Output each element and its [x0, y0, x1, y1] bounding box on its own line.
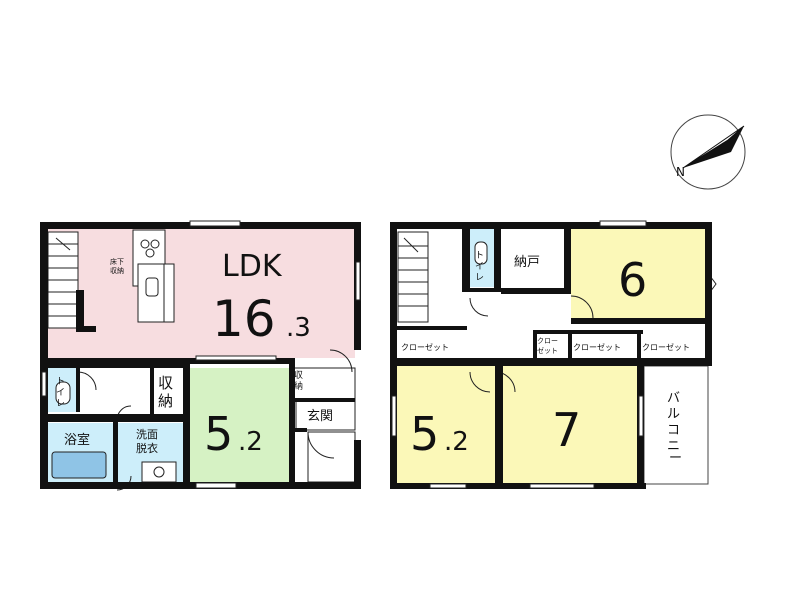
toilet2-label-2: イ: [475, 262, 484, 272]
closet-left-label: クローゼット: [401, 342, 449, 352]
room-52-size-dec: .2: [444, 427, 469, 457]
ldk-room: [48, 228, 355, 358]
toilet-label-2: イ: [56, 388, 65, 398]
balcony-label-5: ー: [669, 451, 682, 466]
stairs-floor1: [47, 231, 79, 329]
toilet2-label-3: レ: [475, 273, 484, 283]
compass-north-label: N: [676, 165, 685, 179]
balcony-label-4: ニ: [667, 439, 680, 454]
room-6-size: 6: [618, 253, 647, 307]
room-52-size-int: 5: [410, 407, 439, 461]
kitchen-counter: [132, 229, 175, 323]
stairs-floor2: [397, 231, 429, 323]
closet-right-label: クローゼット: [642, 342, 690, 352]
toilet-fixture: [55, 381, 71, 405]
storage-label-2: 納: [158, 392, 173, 410]
underfloor-storage-label-2: 収納: [110, 266, 124, 275]
bathtub: [51, 451, 107, 479]
closet-small-label-2: ゼット: [537, 346, 558, 355]
closet-mid-label: クローゼット: [573, 342, 621, 352]
ldk-size-dec: .3: [286, 313, 311, 343]
compass-needle-light: [682, 125, 745, 169]
windows-floor2: [391, 220, 647, 489]
toilet-label-3: レ: [56, 399, 65, 409]
washroom-label-2: 脱衣: [136, 441, 158, 455]
storage-label-1: 収: [158, 374, 173, 392]
small-storage-label-2: 納: [294, 380, 303, 392]
entrance-label: 玄関: [307, 409, 333, 424]
underfloor-storage-label-1: 床下: [110, 257, 124, 266]
sink: [141, 461, 177, 483]
room-6: [571, 229, 705, 321]
small-storage-label-1: 収: [294, 369, 303, 381]
bathroom-label: 浴室: [64, 432, 90, 448]
balcony-label-1: バ: [667, 391, 680, 406]
ldk-size-int: 16: [212, 290, 276, 348]
closet-small-label-1: クロー: [537, 337, 558, 345]
toilet-label-1: ト: [56, 377, 65, 387]
balcony-label-2: ル: [667, 407, 680, 422]
ldk-name: LDK: [222, 249, 283, 284]
washroom-label-1: 洗面: [136, 428, 158, 441]
toilet2-fixture: [474, 241, 488, 265]
room-7-size: 7: [552, 403, 581, 457]
balcony-area: [643, 365, 709, 485]
floor-1: 床下 収納 LDK 16 .3 収 納 収 納 玄関 5 .2 ト イ レ 浴室…: [40, 220, 361, 491]
western-size-dec: .2: [238, 427, 263, 457]
floor-2: ト イ レ 納戸 6 クローゼット クロー ゼット クローゼット クローゼット …: [390, 220, 717, 489]
toilet2-label-1: ト: [475, 251, 484, 261]
compass: N: [670, 114, 746, 190]
western-size-int: 5: [204, 407, 233, 461]
room-7: [503, 366, 637, 483]
western-room: [188, 368, 289, 483]
windows-floor1: [41, 220, 361, 489]
storeroom-label: 納戸: [514, 255, 540, 270]
balcony-label-3: コ: [667, 423, 680, 438]
room-5-2: [397, 366, 495, 483]
